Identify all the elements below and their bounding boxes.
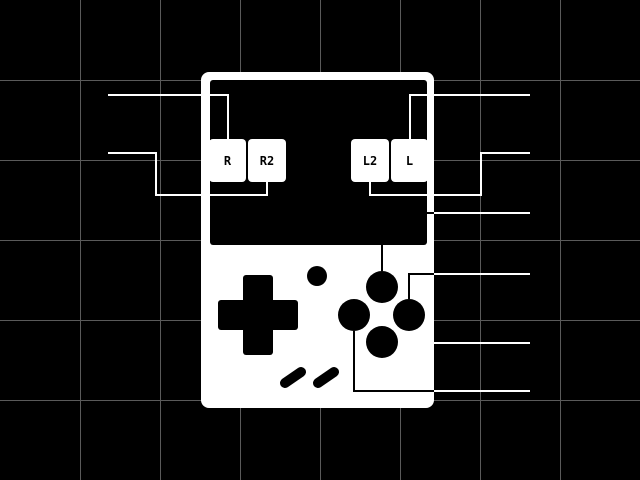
callout-line-l [409, 94, 530, 139]
callout-line-face-left [353, 331, 434, 392]
menu-button-icon[interactable] [307, 266, 327, 286]
dpad-icon[interactable] [218, 275, 298, 355]
callout-line-face-top [381, 212, 434, 271]
callout-line-r [108, 94, 229, 139]
callout-line-l2 [369, 152, 530, 196]
face-button-right[interactable] [393, 299, 425, 331]
callout-line-face-right [408, 273, 434, 299]
face-button-left[interactable] [338, 299, 370, 331]
face-button-bottom[interactable] [366, 326, 398, 358]
shoulder-button-l-label: L [406, 154, 413, 168]
shoulder-button-r-label: R [224, 154, 232, 168]
callout-line-r2 [108, 152, 268, 196]
shoulder-button-l[interactable]: L [391, 139, 428, 182]
shoulder-button-l2[interactable]: L2 [351, 139, 389, 182]
select-start-icon[interactable] [280, 367, 339, 388]
device-screen [210, 80, 427, 245]
shoulder-button-r2[interactable]: R2 [248, 139, 286, 182]
shoulder-button-r[interactable]: R [209, 139, 246, 182]
shoulder-button-r2-label: R2 [260, 154, 274, 168]
shoulder-button-l2-label: L2 [363, 154, 377, 168]
face-button-top[interactable] [366, 271, 398, 303]
